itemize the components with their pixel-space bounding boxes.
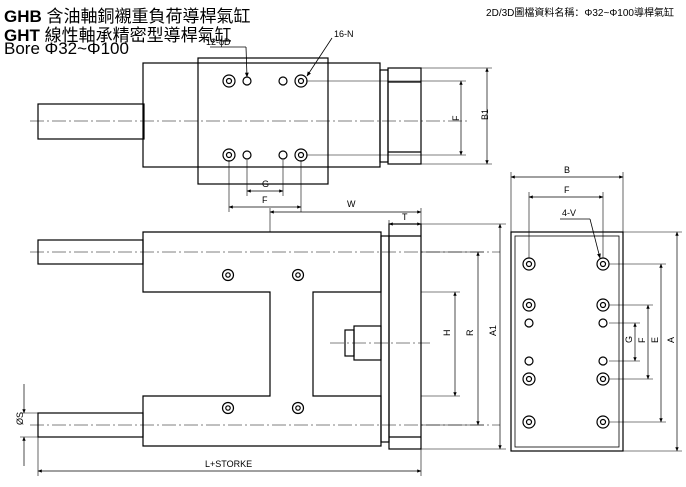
model-code-ghb: GHB [4,7,42,26]
end-view [510,172,682,452]
label-L-stroke: L+STORKE [205,459,252,469]
title-line-ght: GHT 線性軸承精密型導桿氣缸 [4,21,232,46]
label-4-V: 4-V [562,208,576,218]
label-E: E [650,337,660,343]
file-name-note: 2D/3D圖檔資料名稱：Φ32~Φ100導桿氣缸 [486,8,674,19]
label-B1: B1 [480,109,490,120]
front-end-plate [388,223,422,450]
label-F-end-vertical: F [637,337,647,343]
model-desc-ghb: 含油軸銅襯重負荷導桿氣缸 [46,7,251,26]
label-12-phiD: 12-ϕD [206,37,231,47]
model-desc-ght: 線性軸承精密型導桿氣缸 [44,26,232,45]
label-W: W [347,199,356,209]
label-F-side: F [451,115,461,121]
end-plate-outer [510,231,624,452]
front-view [20,208,506,476]
label-F-top: F [262,195,268,205]
top-body [142,62,381,168]
label-16-N: 16-N [334,29,354,39]
front-collar [380,235,390,443]
label-B-end: B [564,165,570,175]
label-H: H [442,330,452,337]
top-end-plate [387,67,422,165]
model-code-ght: GHT [4,26,40,45]
bore-range: Bore Φ32~Φ100 [4,39,129,58]
label-A1: A1 [488,325,498,336]
label-A: A [666,337,676,343]
title-line-ghb: GHB 含油軸銅襯重負荷導桿氣缸 [4,2,251,27]
label-F-end: F [564,185,570,195]
label-G-top: G [262,179,269,189]
top-holes [222,74,308,162]
label-R: R [465,329,475,336]
top-rod [37,103,145,140]
end-plate-inner [514,235,620,448]
label-G-end: G [624,336,634,343]
top-collar [379,69,389,163]
label-OS: ØS [15,412,25,425]
top-view [30,37,492,212]
label-T: T [402,212,408,222]
